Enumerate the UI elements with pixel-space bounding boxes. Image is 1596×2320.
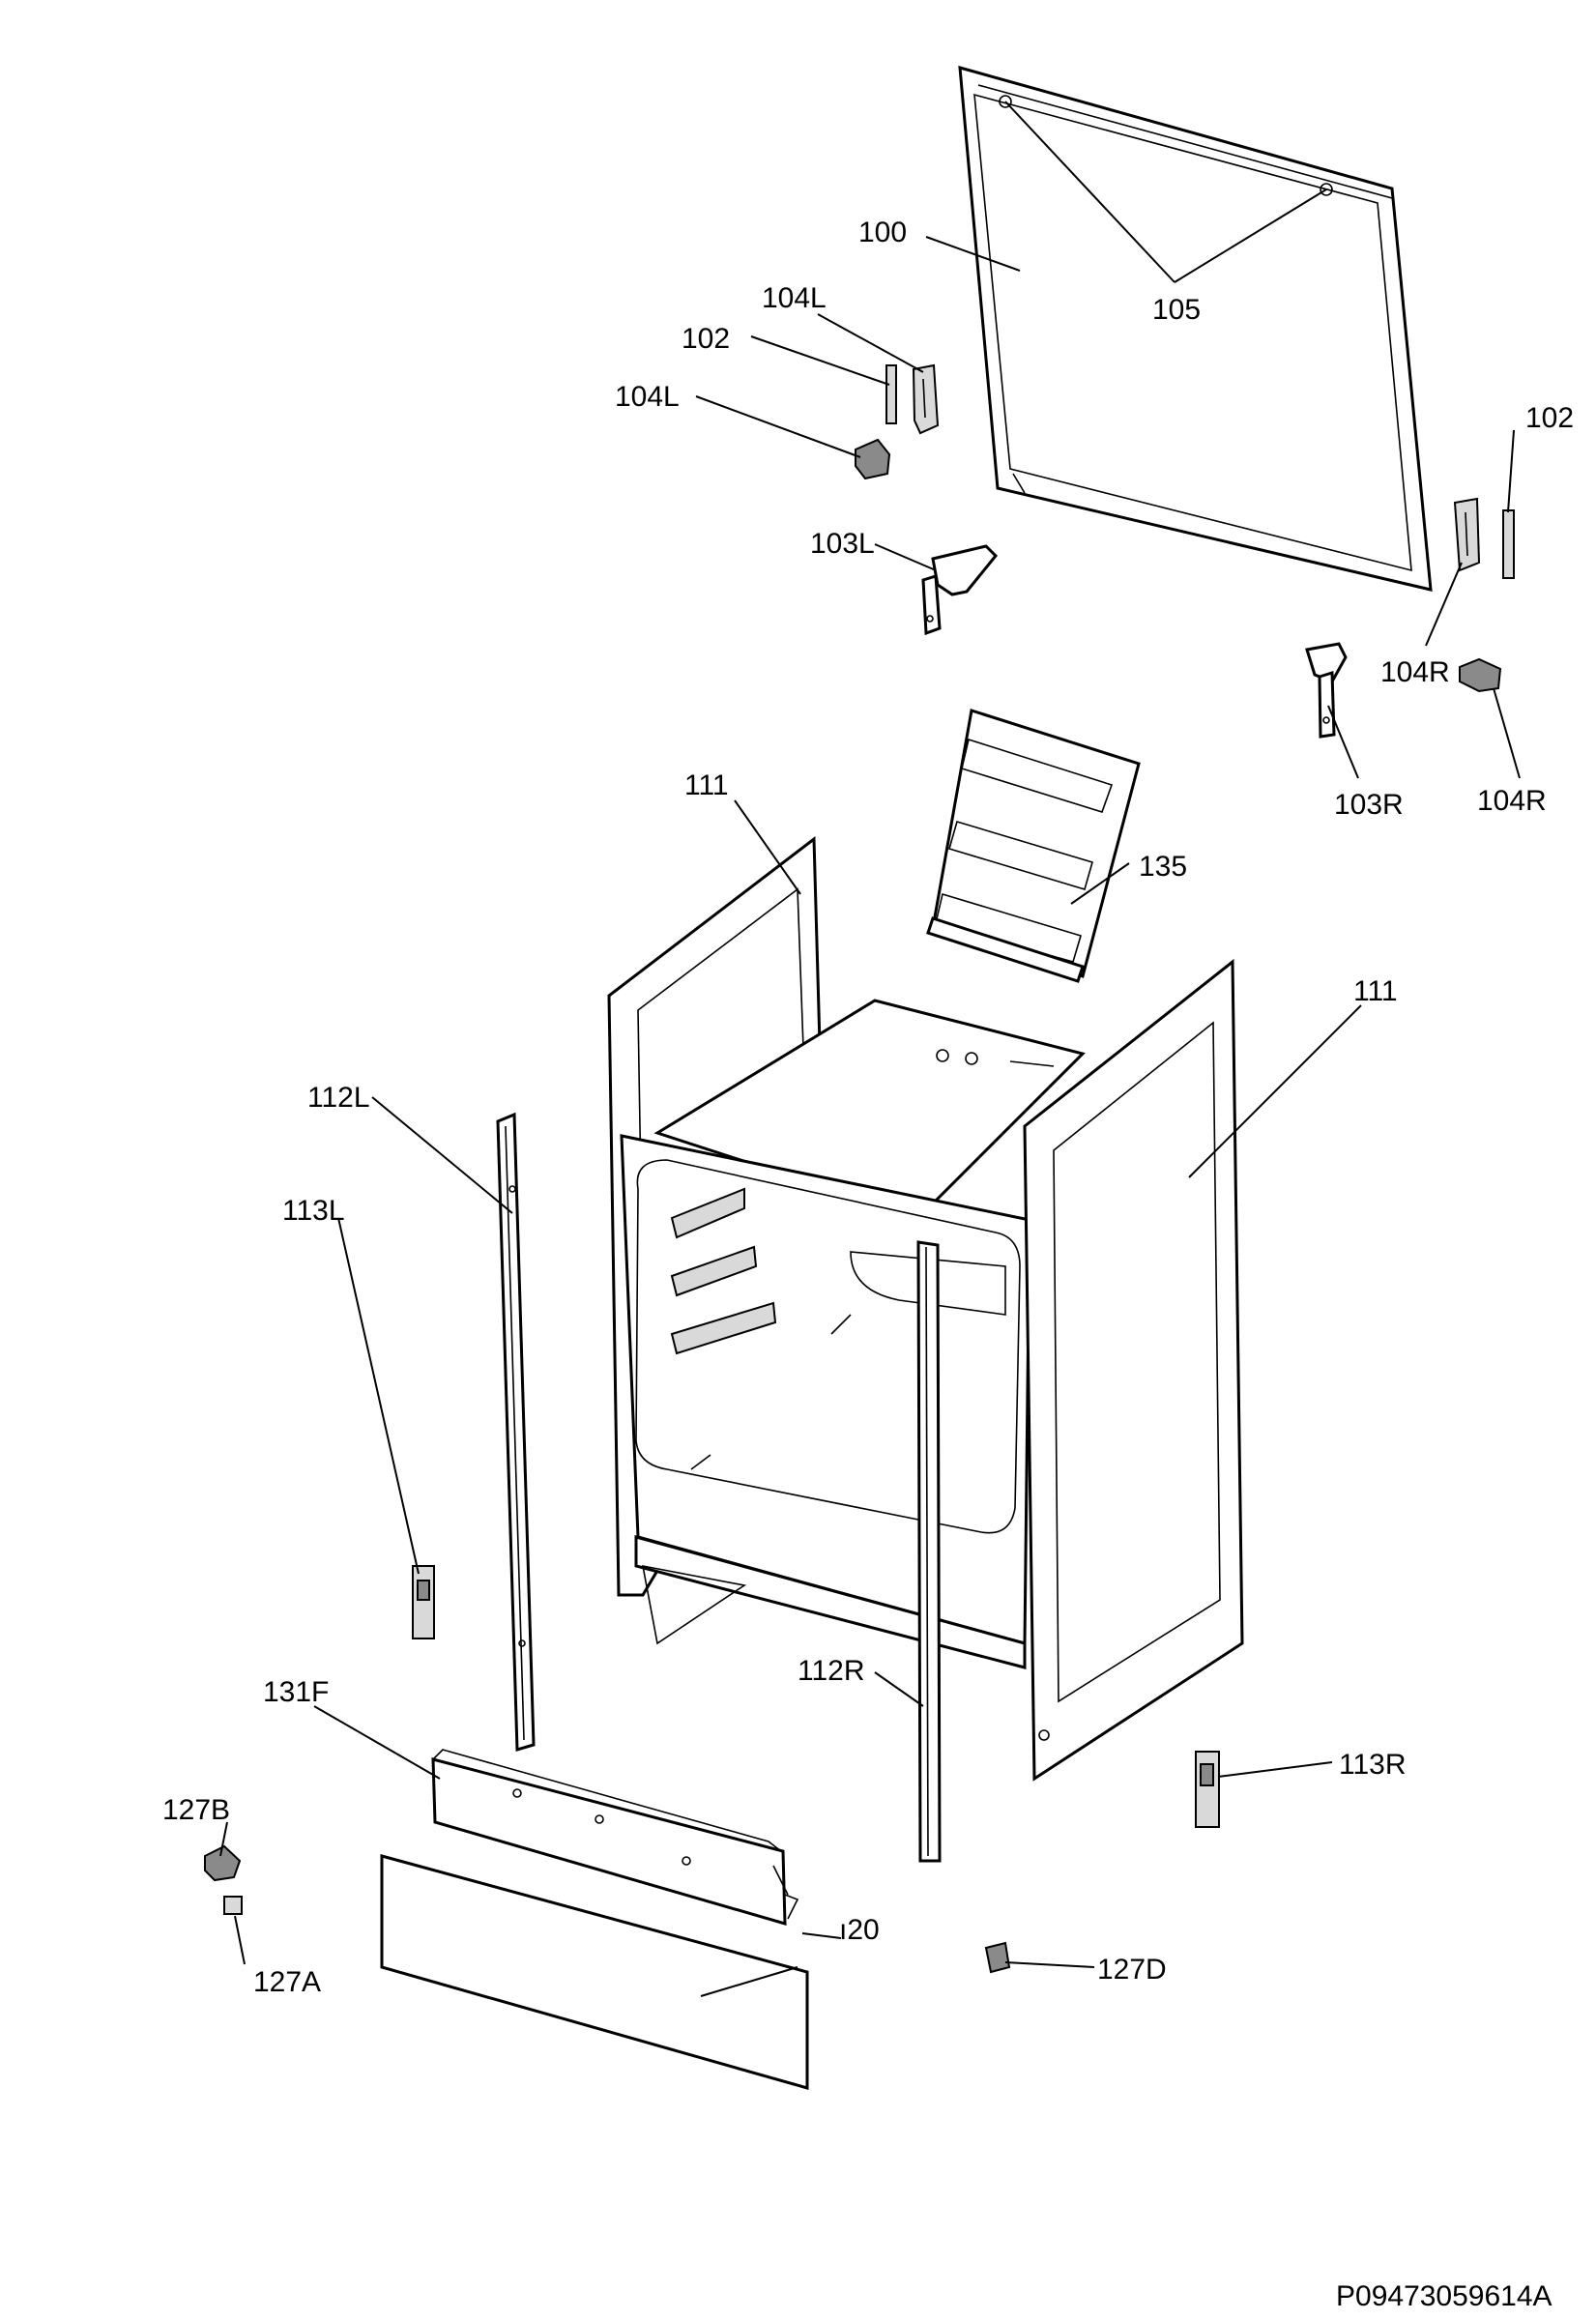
hinge-104R-lower xyxy=(1459,657,1502,693)
bracket-103R xyxy=(1305,642,1348,739)
reference-code: P09473059614A xyxy=(1336,2280,1552,2312)
label-120: ı20 xyxy=(839,1914,880,1946)
cabinet-body xyxy=(607,836,1244,1863)
label-104R-upper: 104R xyxy=(1380,656,1450,688)
drawer-front-part-120 xyxy=(380,1854,809,2090)
label-112L: 112L xyxy=(307,1082,370,1114)
clip-127B xyxy=(204,1844,242,1882)
label-102-right: 102 xyxy=(1525,402,1574,434)
clip-127D xyxy=(984,1941,1011,1974)
label-104L-upper: 104L xyxy=(762,282,827,314)
clip-127A xyxy=(223,1896,243,1915)
label-100: 100 xyxy=(858,217,907,248)
hinge-104R-upper xyxy=(1453,497,1481,572)
label-112R: 112R xyxy=(798,1655,865,1687)
label-104L-lower: 104L xyxy=(615,381,680,413)
hinge-104L-lower xyxy=(855,438,891,480)
latch-113R xyxy=(1195,1751,1220,1828)
label-102-left: 102 xyxy=(682,323,730,355)
hinge-104L-upper xyxy=(912,363,940,435)
label-104R-lower: 104R xyxy=(1477,785,1547,817)
latch-113L xyxy=(412,1565,435,1639)
hinge-strip-102-left xyxy=(885,364,897,424)
label-113L: 113L xyxy=(282,1195,345,1227)
plinth-part-131F xyxy=(431,1749,799,1927)
leader-lines xyxy=(219,101,1521,1997)
label-103L: 103L xyxy=(810,528,875,560)
label-103R: 103R xyxy=(1334,789,1404,821)
label-127B: 127B xyxy=(162,1794,230,1826)
hinge-strip-102-right xyxy=(1502,509,1515,579)
label-127D: 127D xyxy=(1097,1954,1167,1986)
bracket-103L xyxy=(921,544,999,636)
label-105: 105 xyxy=(1152,294,1201,326)
panel-part-135 xyxy=(926,709,1141,983)
label-111-right: 111 xyxy=(1353,975,1398,1007)
label-131F: 131F xyxy=(263,1676,329,1708)
label-135: 135 xyxy=(1139,851,1187,883)
strip-part-112L xyxy=(496,1112,536,1752)
label-111-left: 111 xyxy=(684,769,729,801)
label-127A: 127A xyxy=(253,1966,321,1998)
lid-part-100 xyxy=(958,65,1433,592)
label-113R: 113R xyxy=(1339,1749,1407,1781)
